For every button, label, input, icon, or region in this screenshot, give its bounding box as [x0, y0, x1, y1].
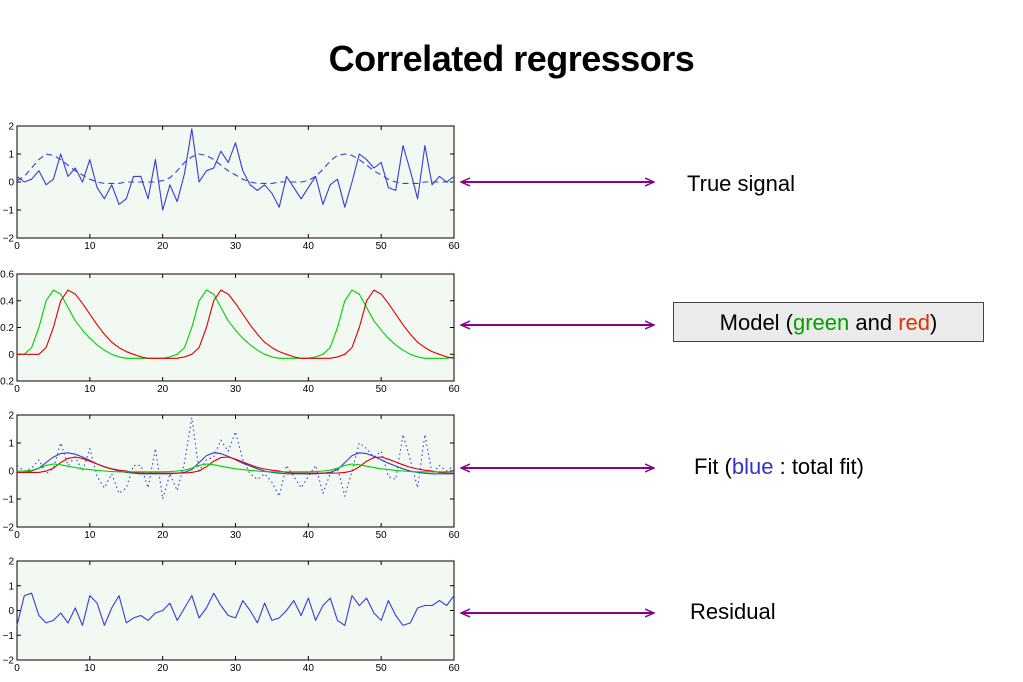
series-line-blue-dotted	[16, 417, 455, 500]
y-tick-label: 1	[8, 150, 14, 161]
x-tick-label: 0	[14, 241, 20, 252]
y-tick-label: −2	[3, 234, 15, 245]
y-tick-label: 2	[8, 411, 14, 422]
x-tick-label: 40	[303, 663, 315, 674]
series-line-red	[17, 456, 455, 474]
y-tick-label: 0.4	[0, 296, 14, 307]
y-tick-label: 0.2	[0, 323, 14, 334]
y-tick-label: 0.2	[0, 377, 14, 388]
y-tick-label: 0	[8, 606, 14, 617]
x-tick-label: 50	[376, 530, 388, 541]
series-line-blue	[16, 128, 455, 211]
x-tick-label: 60	[448, 530, 460, 541]
y-tick-label: 0.6	[0, 270, 14, 281]
series-line-blue	[17, 452, 454, 475]
label-model-and: and	[849, 310, 899, 335]
y-tick-label: 2	[8, 557, 14, 568]
x-tick-label: 20	[157, 530, 169, 541]
x-tick-label: 60	[448, 663, 460, 674]
y-tick-label: −1	[3, 495, 15, 506]
label-fit-blue: blue	[731, 454, 774, 479]
x-tick-label: 0	[14, 384, 20, 395]
label-model-green: green	[793, 310, 850, 335]
label-model-red: red	[898, 310, 931, 335]
series-line-blue-dashed	[16, 153, 454, 184]
y-tick-label: 1	[8, 439, 14, 450]
plot-frame	[16, 414, 455, 528]
series-line-red	[17, 289, 455, 359]
x-tick-label: 20	[157, 241, 169, 252]
y-tick-label: −2	[3, 523, 15, 534]
series-line-green	[17, 289, 455, 359]
x-tick-label: 20	[157, 663, 169, 674]
y-tick-label: 0	[8, 467, 14, 478]
y-tick-label: 0	[8, 350, 14, 361]
y-tick-label: 1	[8, 581, 14, 592]
x-tick-label: 50	[376, 384, 388, 395]
slide-title: Correlated regressors	[328, 38, 695, 79]
series-line-blue	[16, 592, 455, 626]
x-tick-label: 0	[14, 530, 20, 541]
x-tick-label: 20	[157, 384, 169, 395]
x-tick-label: 60	[448, 241, 460, 252]
x-tick-label: 30	[230, 384, 242, 395]
label-true-signal: True signal	[687, 171, 796, 196]
x-tick-label: 50	[376, 663, 388, 674]
x-tick-label: 40	[303, 384, 315, 395]
x-tick-label: 0	[14, 663, 20, 674]
x-tick-label: 30	[230, 241, 242, 252]
plot-frame	[16, 273, 455, 382]
x-tick-label: 10	[84, 663, 96, 674]
y-tick-label: −2	[3, 656, 15, 667]
label-fit: Fit (blue : total fit)	[694, 454, 864, 480]
x-tick-label: 60	[448, 384, 460, 395]
label-model-prefix: Model (	[719, 310, 793, 335]
label-residual: Residual	[690, 599, 776, 624]
label-model: Model (green and red)	[673, 302, 984, 342]
series-line-green	[17, 463, 455, 473]
x-tick-label: 10	[84, 530, 96, 541]
x-tick-label: 50	[376, 241, 388, 252]
x-tick-label: 10	[84, 241, 96, 252]
y-tick-label: 0	[8, 178, 14, 189]
y-tick-label: −1	[3, 631, 15, 642]
x-tick-label: 40	[303, 241, 315, 252]
x-tick-label: 30	[230, 663, 242, 674]
x-tick-label: 40	[303, 530, 315, 541]
y-tick-label: −1	[3, 206, 15, 217]
y-tick-label: 2	[8, 122, 14, 133]
label-fit-prefix: Fit (	[694, 454, 732, 479]
x-tick-label: 10	[84, 384, 96, 395]
x-tick-label: 30	[230, 530, 242, 541]
label-model-suffix: )	[930, 310, 938, 335]
label-fit-suffix: : total fit)	[773, 454, 864, 479]
plot-frame	[16, 560, 455, 661]
